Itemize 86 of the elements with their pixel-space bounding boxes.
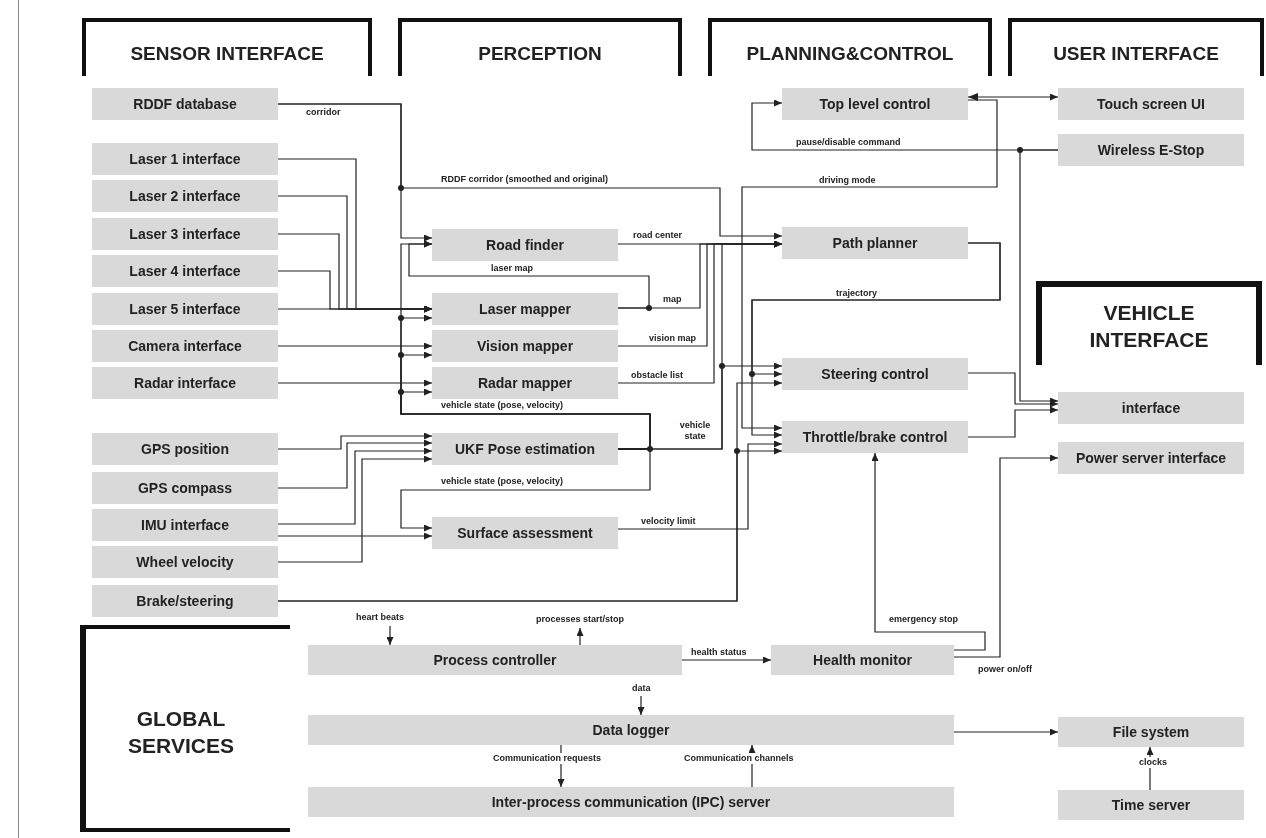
edge-label: processes start/stop [535, 614, 626, 625]
arrow [277, 103, 783, 240]
process-box: Steering control [782, 358, 968, 390]
arrow [617, 440, 783, 530]
process-box: Power server interface [1058, 442, 1244, 474]
edge-label: clocks [1138, 757, 1169, 768]
arrow [277, 439, 433, 489]
section-header: SENSOR INTERFACE [82, 18, 372, 76]
process-box: Laser 2 interface [92, 180, 278, 212]
process-box: GPS compass [92, 472, 278, 504]
process-box: Touch screen UI [1058, 88, 1244, 120]
process-box: IMU interface [92, 509, 278, 541]
arrow [871, 452, 986, 651]
process-box: Vision mapper [432, 330, 618, 362]
edge-label: health status [690, 647, 748, 658]
arrow [741, 99, 998, 432]
arrow [617, 362, 783, 450]
process-box: File system [1058, 717, 1244, 747]
process-box: Laser 3 interface [92, 218, 278, 250]
section-header: VEHICLE INTERFACE [1036, 281, 1262, 365]
process-box: Brake/steering [92, 585, 278, 617]
process-box: Camera interface [92, 330, 278, 362]
edge-label: emergency stop [888, 614, 960, 625]
process-box: Top level control [782, 88, 968, 120]
edge-label: obstacle list [630, 370, 685, 381]
arrow [386, 625, 394, 646]
arrow [967, 93, 1059, 101]
process-box: Inter-process communication (IPC) server [308, 787, 954, 817]
edge-label: corridor [305, 107, 342, 118]
arrow [953, 728, 1059, 736]
edge-label: velocity limit [640, 516, 697, 527]
edge-label: pause/disable command [795, 137, 902, 148]
edge-label: RDDF corridor (smoothed and original) [440, 174, 609, 185]
edge-label: trajectory [835, 288, 879, 299]
process-box: Radar interface [92, 367, 278, 399]
process-box: Surface assessment [432, 517, 618, 549]
edge-label: driving mode [818, 175, 877, 186]
process-box: Time server [1058, 790, 1244, 820]
process-box: Process controller [308, 645, 682, 675]
arrow [277, 532, 433, 540]
process-box: Throttle/brake control [782, 421, 968, 453]
edge-label: vehicle state (pose, velocity) [440, 476, 565, 487]
process-box: Radar mapper [432, 367, 618, 399]
process-box: Road finder [432, 229, 618, 261]
section-header: PLANNING&CONTROL [708, 18, 992, 76]
process-box: Data logger [308, 715, 954, 745]
process-box: interface [1058, 392, 1244, 424]
process-box: UKF Pose estimation [432, 433, 618, 465]
process-box: Laser 4 interface [92, 255, 278, 287]
process-box: RDDF database [92, 88, 278, 120]
edge-label: map [662, 294, 683, 305]
edge-label: laser map [490, 263, 535, 274]
process-box: Path planner [782, 227, 968, 259]
edge-label: Communication requests [492, 753, 603, 764]
process-box: Laser 5 interface [92, 293, 278, 325]
section-header: PERCEPTION [398, 18, 682, 76]
process-box: Laser 1 interface [92, 143, 278, 175]
arrow [277, 305, 433, 313]
process-box: Health monitor [771, 645, 954, 675]
process-box: Laser mapper [432, 293, 618, 325]
edge-label: road center [632, 230, 684, 241]
arrow [277, 447, 433, 525]
arrow [1019, 149, 1059, 405]
arrow [681, 656, 772, 664]
edge-label: power on/off [977, 664, 1033, 675]
arrow [277, 342, 433, 350]
edge-label: Communication channels [683, 753, 795, 764]
process-box: Wheel velocity [92, 546, 278, 578]
arrow [277, 455, 433, 563]
edge-label: data [631, 683, 652, 694]
arrow [277, 447, 783, 602]
process-box: Wireless E-Stop [1058, 134, 1244, 166]
arrow [967, 406, 1059, 438]
arrow [751, 242, 1001, 439]
edge-label: vehicle state (pose, velocity) [440, 400, 565, 411]
edge-label: heart beats [355, 612, 406, 623]
edge-label: vision map [648, 333, 697, 344]
section-header: GLOBAL SERVICES [80, 625, 290, 832]
section-header: USER INTERFACE [1008, 18, 1264, 76]
process-box: GPS position [92, 433, 278, 465]
arrow [637, 695, 645, 716]
arrow [967, 372, 1059, 408]
arrow [576, 627, 584, 646]
arrow [953, 454, 1059, 658]
arrow [277, 432, 433, 450]
arrow [277, 379, 433, 387]
